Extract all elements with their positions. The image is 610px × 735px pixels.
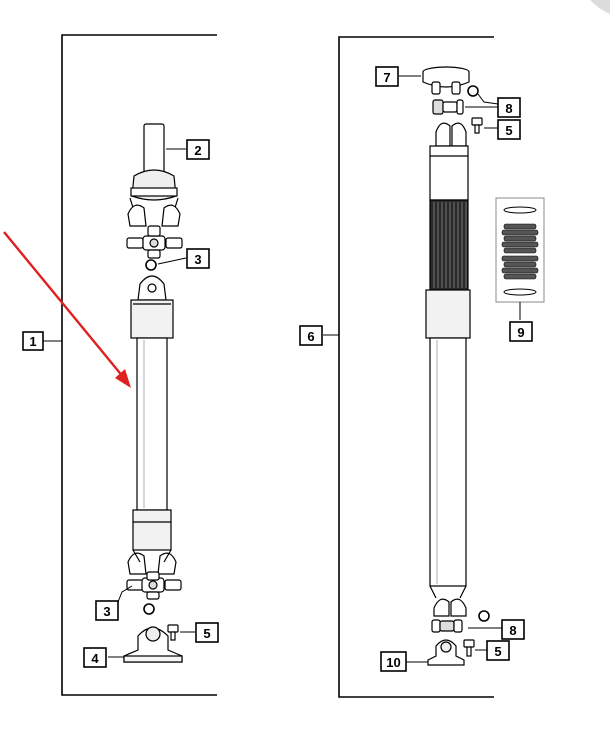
callout-6: 6	[299, 325, 323, 346]
universal-joint-icon	[126, 225, 183, 259]
callout-8-upper: 8	[497, 97, 521, 118]
svg-text:5: 5	[494, 644, 501, 659]
front-drive-shaft-icon	[127, 275, 177, 575]
callout-3-upper: 3	[186, 248, 210, 269]
callout-5-upper: 5	[497, 119, 521, 140]
companion-flange-icon	[422, 66, 470, 95]
svg-text:2: 2	[194, 143, 201, 158]
callout-8-lower: 8	[501, 619, 525, 640]
bolt-icon	[167, 624, 179, 641]
leader-line	[477, 93, 499, 105]
callout-7: 7	[375, 66, 399, 87]
svg-text:8: 8	[505, 101, 512, 116]
svg-text:5: 5	[203, 626, 210, 641]
callout-1: 1	[22, 331, 44, 351]
svg-text:5: 5	[505, 123, 512, 138]
universal-joint-icon	[432, 99, 464, 115]
universal-joint-icon	[431, 619, 463, 633]
slip-yoke-icon	[127, 123, 181, 227]
snap-ring-icon	[478, 610, 490, 622]
rear-drive-shaft-icon	[425, 122, 471, 617]
snap-ring-icon	[143, 603, 155, 615]
svg-text:4: 4	[91, 651, 99, 666]
callout-4: 4	[83, 647, 107, 668]
svg-text:6: 6	[307, 329, 314, 344]
svg-text:8: 8	[509, 623, 516, 638]
assembly-bracket-left	[61, 34, 217, 696]
center-bearing-icon	[123, 626, 183, 663]
bolt-icon	[471, 117, 483, 134]
callout-3-lower: 3	[95, 600, 119, 621]
callout-10: 10	[380, 651, 407, 672]
page-corner-icon	[590, 0, 610, 14]
rear-flange-icon	[427, 639, 465, 666]
leader-line	[157, 257, 187, 265]
callout-9: 9	[509, 321, 533, 342]
universal-joint-icon	[126, 571, 182, 600]
assembly-bracket-right	[338, 36, 494, 698]
callout-2: 2	[186, 139, 210, 160]
svg-text:3: 3	[194, 252, 201, 267]
svg-text:9: 9	[517, 325, 524, 340]
leader-line	[117, 585, 133, 603]
snap-ring-icon	[467, 85, 479, 97]
svg-text:7: 7	[383, 70, 390, 85]
red-arrow-pointer-icon	[3, 231, 131, 388]
svg-text:10: 10	[386, 655, 400, 670]
boot-kit-icon	[495, 197, 545, 320]
bolt-icon	[463, 639, 475, 657]
callout-5-left: 5	[195, 622, 219, 643]
svg-text:1: 1	[29, 334, 36, 349]
svg-text:3: 3	[103, 604, 110, 619]
callout-5-lower: 5	[486, 640, 510, 661]
snap-ring-icon	[145, 259, 157, 271]
